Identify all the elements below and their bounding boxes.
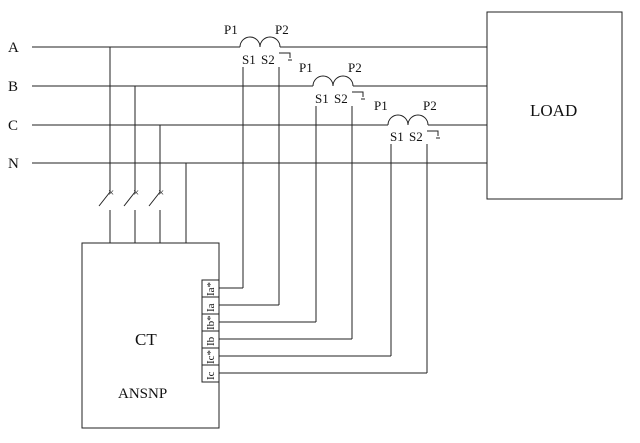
ct-b-primary-coil: [312, 75, 354, 87]
voltage-tap-c: ×: [148, 125, 164, 243]
ct-a-p1: P1: [224, 22, 238, 37]
line-label-c: C: [8, 118, 18, 134]
switch-c: [148, 191, 161, 207]
ct-b-ground-mark: [352, 91, 364, 97]
ct-c-p1: P1: [374, 98, 388, 113]
load-label: LOAD: [530, 101, 577, 120]
ct-a-s1: S1: [242, 52, 256, 67]
secondary-wiring: [219, 287, 427, 374]
ct-a: P1 P2 S1 S2: [224, 22, 292, 305]
line-label-b: B: [8, 79, 18, 95]
ct-c-s1: S1: [390, 129, 404, 144]
ct-c-primary-coil: [387, 114, 429, 126]
svg-text:×: ×: [133, 187, 139, 199]
ct-c: P1 P2 S1 S2: [374, 98, 440, 373]
ct-c-p2: P2: [423, 98, 437, 113]
ct-b-p1: P1: [299, 60, 313, 75]
voltage-tap-b: ×: [123, 86, 139, 243]
meter-title: CT: [135, 330, 157, 349]
terminal-ia-star: Ia*: [205, 282, 217, 296]
ct-a-p2: P2: [275, 22, 289, 37]
terminal-ic-star: Ic*: [205, 350, 217, 364]
ct-a-primary-coil: [239, 36, 281, 48]
ct-a-ground-mark: [279, 52, 291, 58]
terminal-ia: Ia: [205, 303, 217, 312]
load-box: [486, 11, 623, 200]
meter-model: ANSNP: [118, 386, 167, 402]
switch-b: [123, 191, 136, 207]
ct-b: P1 P2 S1 S2: [299, 60, 365, 339]
ct-b-s2: S2: [334, 91, 348, 106]
ct-c-s2: S2: [409, 129, 423, 144]
ct-b-p2: P2: [348, 60, 362, 75]
ct-c-ground-mark: [427, 130, 439, 136]
terminal-strip: Ia* Ia Ib* Ib Ic* Ic: [201, 279, 220, 383]
terminal-ic: Ic: [205, 371, 217, 380]
line-label-n: N: [8, 156, 19, 172]
terminal-ib-star: Ib*: [205, 315, 217, 330]
svg-text:×: ×: [158, 187, 164, 199]
line-label-a: A: [8, 40, 19, 56]
ct-a-s2: S2: [261, 52, 275, 67]
voltage-tap-a: ×: [98, 47, 114, 243]
terminal-ib: Ib: [205, 336, 217, 346]
svg-text:×: ×: [108, 187, 114, 199]
switch-a: [98, 191, 111, 207]
ct-b-s1: S1: [315, 91, 329, 106]
